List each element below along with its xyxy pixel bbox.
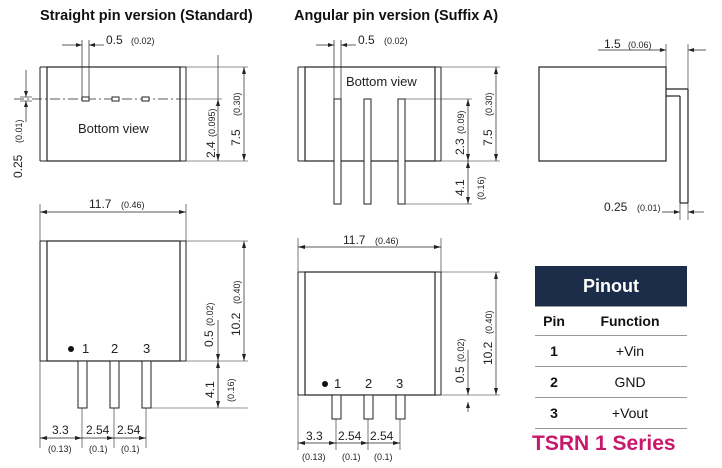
dim-4-1-left: 4.1 [203,381,217,398]
left-pin-1: 1 [82,341,89,356]
dim-10-2-mid-inch: (0.40) [484,310,494,334]
series-name: TSRN 1 Series [532,432,676,455]
dim-0-25-right-inch: (0.01) [637,203,661,213]
pinout-title: Pinout [535,266,687,307]
dim-2-4: 2.4 [204,141,218,158]
dim-0-5-mid-inch: (0.02) [384,36,408,46]
dim-4-1-left-inch: (0.16) [226,378,236,402]
pinout-table: Pinout Pin Function 1 +Vin 2 GND 3 +Vout [535,266,687,429]
angular-bottom-view-label: Bottom view [346,74,417,89]
dim-3-3-mid: 3.3 [306,429,323,443]
dim-3-3-mid-inch: (0.13) [302,452,326,462]
angular-front-view [297,238,500,450]
pinout-function: +Vin [573,335,687,367]
mid-pin-1: 1 [334,376,341,391]
dim-2-54-left-a-inch: (0.1) [89,444,108,454]
dim-0-5-front-left: 0.5 [202,330,216,347]
straight-pin-title: Straight pin version (Standard) [40,8,253,24]
left-pin-2: 2 [111,341,118,356]
pinout-pin: 1 [535,335,573,367]
dim-2-4-inch: (0.095) [207,108,217,137]
dim-2-54-left-b-inch: (0.1) [121,444,140,454]
dim-7-5-left-inch: (0.30) [232,92,242,116]
dim-2-54-mid-a: 2.54 [338,429,362,443]
dim-0-5-front-mid-inch: (0.02) [456,338,466,362]
pinout-function: +Vout [573,397,687,429]
dim-0-25-left-inch: (0.01) [14,119,24,143]
dim-11-7-left-inch: (0.46) [121,200,145,210]
pinout-function: GND [573,366,687,398]
pinout-pin: 2 [535,366,573,398]
dim-2-54-mid-a-inch: (0.1) [342,452,361,462]
dim-0-25-left: 0.25 [11,154,25,178]
dim-1-5: 1.5 [604,37,621,51]
dim-4-1-mid: 4.1 [453,179,467,196]
dim-7-5-left: 7.5 [229,129,243,146]
dim-3-3-left: 3.3 [52,423,69,437]
angular-profile-view [538,44,706,220]
dim-11-7-mid: 11.7 [343,233,366,247]
dim-2-3-inch: (0.09) [456,110,466,134]
dim-2-54-mid-b-inch: (0.1) [374,452,393,462]
dim-2-3: 2.3 [453,138,467,155]
dim-2-54-left-b: 2.54 [117,423,141,437]
dim-0-5-left: 0.5 [106,33,123,47]
angular-pin-title: Angular pin version (Suffix A) [294,8,499,24]
dim-0-5-front-mid: 0.5 [453,366,467,383]
dim-7-5-mid: 7.5 [481,129,495,146]
table-row: 1 +Vin [535,335,687,367]
table-row: 2 GND [535,366,687,398]
dim-0-25-right: 0.25 [604,200,628,214]
dim-2-54-mid-b: 2.54 [370,429,394,443]
angular-side-view [297,40,500,205]
pinout-col-pin: Pin [535,306,573,336]
mid-pin-3: 3 [396,376,403,391]
dim-11-7-left: 11.7 [89,197,112,211]
dim-7-5-mid-inch: (0.30) [484,92,494,116]
straight-side-view [14,40,248,162]
mid-pin-2: 2 [365,376,372,391]
table-row: 3 +Vout [535,397,687,429]
dim-0-5-left-inch: (0.02) [131,36,155,46]
straight-bottom-view-label: Bottom view [78,121,149,136]
pinout-pin: 3 [535,397,573,429]
straight-front-view [39,204,248,448]
dim-11-7-mid-inch: (0.46) [375,236,399,246]
dim-10-2-left-inch: (0.40) [232,280,242,304]
pinout-col-function: Function [573,306,687,336]
dim-4-1-mid-inch: (0.16) [476,176,486,200]
left-pin-3: 3 [143,341,150,356]
dim-3-3-left-inch: (0.13) [48,444,72,454]
dim-0-5-front-left-inch: (0.02) [205,302,215,326]
dim-10-2-left: 10.2 [229,312,243,336]
dim-2-54-left-a: 2.54 [86,423,110,437]
dim-10-2-mid: 10.2 [481,341,495,365]
dim-0-5-mid: 0.5 [358,33,375,47]
dim-1-5-inch: (0.06) [628,40,652,50]
